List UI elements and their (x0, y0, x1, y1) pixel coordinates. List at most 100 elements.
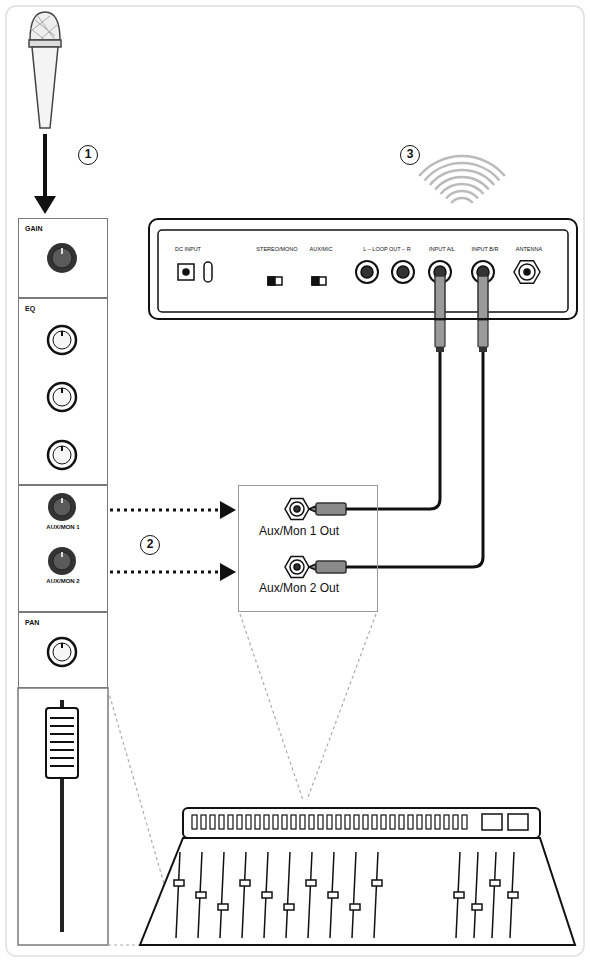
radio-waves (419, 156, 505, 176)
strip-knobs (61, 643, 63, 648)
node-label: INPUT B/R (471, 246, 498, 252)
arrowhead (220, 501, 236, 519)
mixing-console (336, 815, 341, 829)
node-label: GAIN (25, 225, 43, 233)
gain-section: GAIN (18, 218, 108, 298)
plug-body (478, 320, 488, 347)
strip-knobs (47, 243, 77, 666)
strip-knobs (48, 493, 76, 521)
transmitter-panel (158, 230, 568, 312)
mixing-console (264, 815, 269, 829)
callout-number: 1 (78, 145, 98, 165)
mixing-console (262, 892, 272, 898)
fader-section (50, 717, 74, 719)
microphone (29, 40, 61, 47)
mixing-console (242, 852, 246, 938)
mixing-console (472, 904, 482, 910)
callout-number: 2 (140, 535, 160, 555)
mixing-console (309, 815, 314, 829)
transmitter-panel (312, 277, 326, 285)
mixing-console (417, 815, 422, 829)
node-label: INPUT A/L (429, 246, 455, 252)
mixing-console (462, 815, 467, 829)
strip-knobs (48, 441, 76, 469)
mixing-console (508, 814, 528, 830)
mixing-console (454, 892, 464, 898)
strip-knobs (53, 643, 71, 661)
strip-knobs (61, 552, 63, 557)
mixing-console (327, 815, 332, 829)
radio-waves (419, 156, 505, 203)
fader-section (18, 688, 108, 945)
mixing-console (196, 892, 206, 898)
microphone (32, 47, 58, 128)
strip-knobs (53, 331, 71, 349)
mixing-console (444, 815, 449, 829)
transmitter-panel (435, 276, 445, 320)
fader-section (50, 757, 74, 759)
aux-section: AUX/MON 1AUX/MON 2 (18, 485, 108, 612)
mixing-console (240, 880, 250, 886)
mixing-console (218, 904, 228, 910)
output-jacks (285, 499, 378, 578)
transmitter-panel (178, 264, 194, 280)
mixing-console (291, 815, 296, 829)
plug-body (435, 320, 445, 347)
zoom-lines (307, 614, 376, 800)
mixing-console (140, 808, 575, 945)
microphone (30, 12, 60, 40)
mixing-console (300, 815, 305, 829)
transmitter-panel (361, 266, 373, 278)
mixing-console (318, 815, 323, 829)
mixing-console (306, 880, 316, 886)
fader-section (50, 725, 74, 727)
pan-section: PAN (18, 612, 108, 688)
output-jacks (285, 499, 309, 520)
eq-section: EQ (18, 298, 108, 485)
strip-knobs (48, 547, 76, 575)
dotted-line (110, 571, 222, 574)
mixing-console (426, 815, 431, 829)
output-jacks (309, 564, 316, 570)
output-jacks (294, 506, 300, 512)
fader-section (50, 733, 74, 735)
transmitter-panel (478, 276, 488, 320)
mixing-console (474, 852, 478, 938)
signal-arrow (43, 134, 47, 198)
microphone (30, 15, 58, 40)
mixing-console (273, 815, 278, 829)
node-label: PAN (25, 619, 39, 627)
node-label: Aux/Mon 1 Out (259, 525, 339, 539)
node-label: STEREO/MONO (256, 246, 297, 252)
mixing-console (237, 815, 242, 829)
cable-line (378, 320, 440, 509)
node-label: EQ (25, 305, 35, 313)
mixing-console (308, 852, 312, 938)
strip-knobs (53, 446, 71, 464)
strip-knobs (61, 388, 63, 393)
callout-number: 3 (400, 145, 420, 165)
mixing-console (482, 814, 502, 830)
signal-arrow (34, 196, 56, 214)
transmitter-panel (312, 277, 319, 285)
fader-section (50, 718, 74, 766)
wireless-transmitter: DC INPUTSTEREO/MONOAUX/MICL – LOOP OUT –… (148, 218, 578, 320)
mixing-console (140, 838, 575, 945)
transmitter-panel (158, 230, 568, 320)
mixing-console (508, 892, 518, 898)
mixing-console (246, 815, 251, 829)
output-jacks (294, 564, 300, 570)
mixing-console (192, 815, 197, 829)
radio-waves (451, 198, 472, 203)
output-jacks (290, 560, 304, 574)
microphone (29, 12, 61, 128)
radio-waves (441, 184, 484, 194)
output-jacks (346, 508, 378, 511)
strip-knobs (53, 388, 71, 406)
strip-knobs (53, 552, 71, 570)
mixing-console (286, 852, 290, 938)
radio-waves (424, 163, 499, 181)
mixing-console (228, 815, 233, 829)
radio-waves (430, 170, 494, 185)
fader-section (18, 688, 108, 945)
